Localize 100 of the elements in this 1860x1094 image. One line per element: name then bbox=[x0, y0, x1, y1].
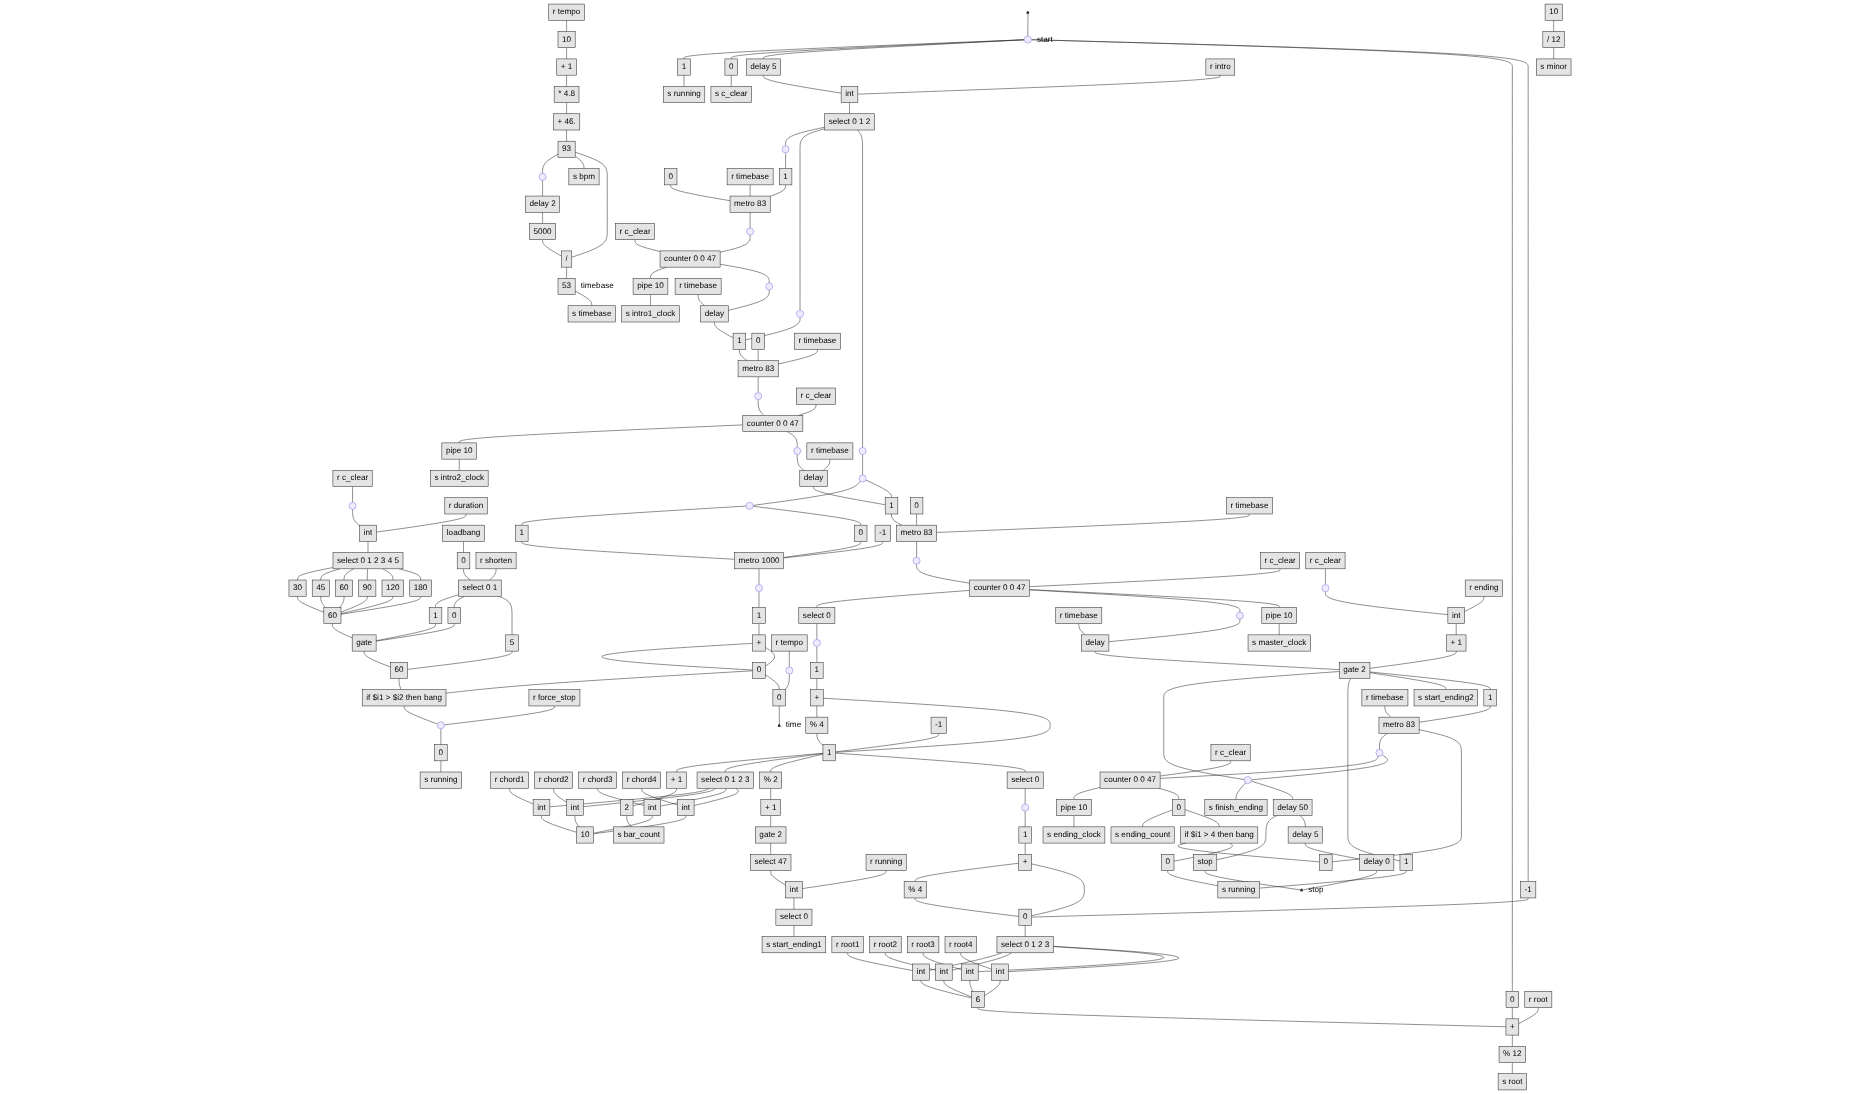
connector bbox=[977, 946, 1165, 972]
connector bbox=[1029, 568, 1281, 587]
connector bbox=[641, 788, 678, 806]
connector bbox=[785, 126, 825, 147]
connector bbox=[739, 349, 748, 361]
connector bbox=[802, 870, 887, 889]
connector bbox=[375, 623, 436, 641]
connector bbox=[574, 155, 585, 169]
connector bbox=[676, 753, 824, 773]
connector bbox=[943, 979, 972, 998]
connector bbox=[376, 513, 467, 533]
node-circle bbox=[1236, 611, 1244, 620]
connector bbox=[1553, 20, 1554, 32]
connector bbox=[969, 979, 974, 992]
connector bbox=[566, 102, 567, 115]
connector bbox=[936, 513, 1250, 533]
connector bbox=[632, 788, 677, 807]
node-circle bbox=[1024, 35, 1032, 44]
node-circle bbox=[796, 310, 804, 318]
connector bbox=[1512, 1007, 1513, 1020]
connector bbox=[769, 184, 786, 197]
connector bbox=[463, 541, 464, 553]
node-circle bbox=[1375, 748, 1384, 757]
connector bbox=[650, 266, 667, 279]
connector bbox=[445, 670, 753, 694]
connector bbox=[1259, 870, 1407, 889]
connector bbox=[1029, 589, 1280, 608]
connector bbox=[1177, 842, 1320, 863]
connector bbox=[297, 567, 334, 581]
node-circle bbox=[781, 145, 790, 154]
connector bbox=[1216, 815, 1278, 860]
connector bbox=[1173, 842, 1233, 862]
connector bbox=[914, 897, 1020, 917]
connector bbox=[574, 290, 592, 306]
connector bbox=[778, 349, 818, 365]
connector bbox=[835, 733, 939, 753]
connector bbox=[1302, 870, 1377, 891]
node-circle bbox=[1244, 776, 1252, 784]
connector bbox=[1512, 1062, 1513, 1074]
node-circle bbox=[538, 172, 547, 181]
connector bbox=[1369, 672, 1447, 690]
connector bbox=[1159, 755, 1379, 779]
connector bbox=[920, 979, 972, 999]
node-circle bbox=[1321, 584, 1330, 592]
connector bbox=[521, 541, 735, 560]
connector bbox=[398, 568, 421, 581]
connector bbox=[783, 541, 883, 559]
connector bbox=[1331, 729, 1462, 862]
node-circle bbox=[1021, 803, 1029, 812]
node-circle bbox=[813, 639, 821, 647]
connector bbox=[847, 952, 913, 971]
connector bbox=[1204, 870, 1302, 891]
connector bbox=[1024, 925, 1026, 937]
connector bbox=[1158, 788, 1179, 800]
connector bbox=[542, 153, 559, 174]
connector bbox=[542, 212, 543, 224]
connector bbox=[320, 596, 326, 608]
connector bbox=[728, 289, 770, 311]
connector bbox=[549, 788, 710, 808]
connector bbox=[1142, 809, 1173, 828]
connector bbox=[583, 788, 716, 807]
connector bbox=[984, 979, 1001, 996]
connector bbox=[765, 647, 775, 667]
connector bbox=[339, 596, 345, 608]
connector bbox=[816, 733, 824, 746]
connector bbox=[725, 753, 824, 773]
connector bbox=[770, 815, 771, 828]
connector bbox=[463, 568, 471, 581]
connector bbox=[1029, 589, 1241, 613]
connector bbox=[340, 596, 421, 615]
connector bbox=[849, 102, 850, 115]
connector bbox=[340, 596, 368, 613]
connector bbox=[799, 128, 825, 311]
connector bbox=[1163, 671, 1340, 780]
connector bbox=[650, 294, 651, 306]
node-circle bbox=[437, 721, 445, 730]
connector bbox=[960, 952, 992, 970]
connector bbox=[789, 650, 790, 668]
connector bbox=[783, 541, 861, 558]
connector bbox=[749, 212, 751, 229]
connector bbox=[697, 294, 706, 306]
connector bbox=[566, 74, 567, 87]
connector bbox=[454, 596, 465, 608]
connector bbox=[597, 788, 645, 806]
connector bbox=[566, 20, 567, 32]
connector bbox=[340, 596, 394, 614]
connector bbox=[765, 674, 780, 690]
connector bbox=[1369, 671, 1491, 690]
node-circle bbox=[793, 447, 801, 455]
node-circle bbox=[765, 282, 774, 291]
connector bbox=[601, 643, 753, 671]
connector bbox=[352, 509, 360, 527]
connector bbox=[660, 788, 727, 807]
node-circle bbox=[785, 666, 794, 675]
connector bbox=[951, 952, 1012, 971]
connector bbox=[857, 74, 1221, 95]
connector bbox=[1024, 788, 1026, 805]
connector bbox=[891, 513, 902, 526]
connector bbox=[823, 697, 1051, 753]
connector bbox=[785, 152, 786, 169]
